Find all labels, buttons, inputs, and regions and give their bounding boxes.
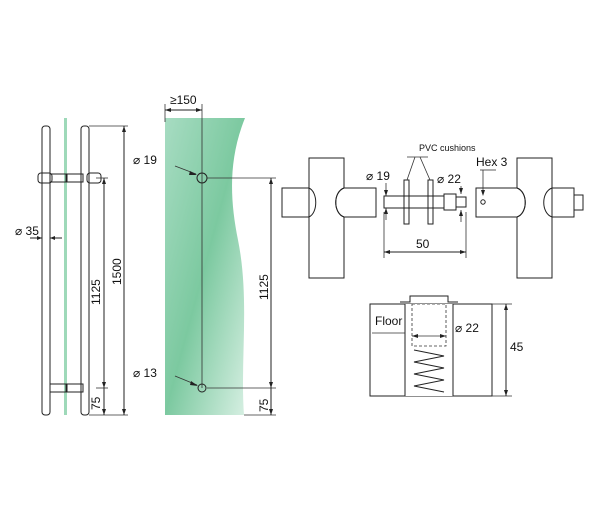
dim-75-glass: 75	[257, 398, 271, 412]
glass-panel	[165, 118, 245, 415]
pvc-cushion-right	[427, 179, 434, 225]
dim-1125-left: 1125	[89, 279, 103, 305]
dim-1500: 1500	[110, 258, 124, 285]
glass-panel-view: ≥150 ⌀ 19 ⌀ 13 1125 75	[133, 93, 276, 416]
handle-tube-left	[41, 125, 51, 416]
label-floor: Floor	[375, 314, 402, 328]
dim-hole-13: ⌀ 13	[133, 366, 157, 380]
dim-bolt-19: ⌀ 19	[366, 169, 390, 183]
dim-1125-glass: 1125	[257, 274, 271, 300]
hole-13	[197, 383, 207, 393]
standoff-bottom-left	[49, 383, 67, 393]
threaded-rod	[383, 195, 445, 209]
dim-height-45: 45	[510, 340, 524, 354]
floor-sleeve	[411, 303, 447, 347]
handle-tube-right	[80, 125, 90, 416]
label-pvc-cushions: PVC cushions	[419, 143, 476, 153]
sleeve-nut	[443, 193, 457, 211]
label-hex-3: Hex 3	[476, 155, 508, 169]
floor-fitting-view: Floor ⌀ 22 45	[369, 295, 524, 397]
pvc-cushion-left	[403, 179, 410, 225]
dim-diameter-35: ⌀ 35	[15, 224, 39, 238]
standoff-bottom-right	[66, 383, 84, 393]
dim-min-150: ≥150	[170, 93, 197, 107]
dim-hole-19: ⌀ 19	[133, 153, 157, 167]
dim-width-50: 50	[416, 237, 430, 251]
floor-spring	[413, 349, 445, 393]
dim-75-left: 75	[89, 396, 103, 410]
handle-piece-right	[516, 157, 553, 279]
glass-edge	[64, 118, 67, 415]
bolt-assembly-view: PVC cushions Hex 3 ⌀ 19 ⌀ 22 50	[281, 143, 584, 279]
standoff-top-left	[37, 172, 53, 184]
dim-floor-22: ⌀ 22	[455, 321, 479, 335]
handle-side-view: ⌀ 35 1125 75 1500	[15, 118, 128, 416]
dim-bolt-22: ⌀ 22	[437, 172, 461, 186]
handle-piece-left	[308, 157, 345, 279]
